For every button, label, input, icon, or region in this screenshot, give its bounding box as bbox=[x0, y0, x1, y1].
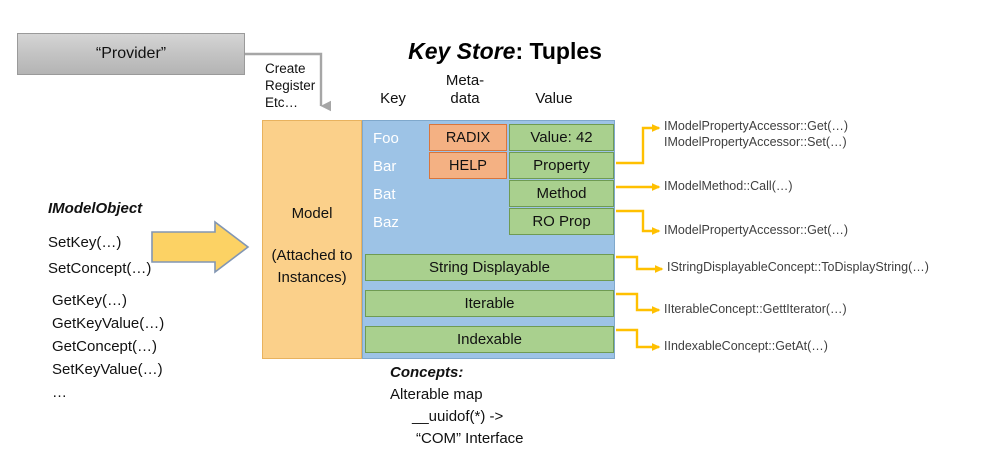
imodelobject-method: SetKeyValue(…) bbox=[52, 361, 163, 378]
indexable-connector bbox=[616, 328, 661, 351]
annotation-property-accessor-get: IModelPropertyAccessor::Get(…) bbox=[664, 223, 849, 237]
imodelobject-method-list: SetKey(…) SetConcept(…) GetKey(…) GetKey… bbox=[48, 234, 164, 407]
concepts-note: Concepts: Alterable map __uuidof(*) -> “… bbox=[390, 362, 524, 450]
model-subtitle: (Attached to Instances) bbox=[271, 247, 353, 286]
provider-label: “Provider” bbox=[95, 45, 167, 62]
provider-box: “Provider” bbox=[17, 33, 245, 75]
value-roprop-connector bbox=[616, 209, 661, 235]
key-cell: Bat bbox=[373, 185, 396, 203]
key-cell: Bar bbox=[373, 157, 397, 175]
value-cell: Property bbox=[509, 152, 614, 179]
key-cell: Foo bbox=[373, 129, 399, 147]
column-header-metadata: Meta- data bbox=[445, 72, 485, 107]
imodelobject-method: SetConcept(…) bbox=[48, 260, 152, 277]
imodelobject-method: GetKey(…) bbox=[52, 292, 128, 309]
annotation-string-displayable-concept: IStringDisplayableConcept::ToDisplayStri… bbox=[667, 260, 929, 274]
value-cell: Method bbox=[509, 180, 614, 207]
concepts-line-1: Alterable map bbox=[390, 386, 483, 403]
concepts-header: Concepts: bbox=[390, 364, 464, 381]
string-displayable-connector bbox=[616, 255, 664, 273]
imodelobject-method: GetKeyValue(…) bbox=[52, 315, 165, 332]
imodelobject-method: SetKey(…) bbox=[48, 234, 122, 251]
key-cell: Baz bbox=[373, 213, 399, 231]
imodelobject-to-model-block-arrow bbox=[151, 220, 250, 274]
concepts-line-3: “COM” Interface bbox=[416, 430, 524, 447]
model-title: Model bbox=[291, 205, 333, 222]
value-property-connector bbox=[616, 124, 661, 165]
title-emphasis: Key Store bbox=[408, 38, 516, 64]
page-title: Key Store: Tuples bbox=[385, 38, 625, 65]
annotation-property-accessor-get-set: IModelPropertyAccessor::Get(…) IModelPro… bbox=[664, 119, 849, 149]
imodelobject-method: GetConcept(…) bbox=[52, 338, 158, 355]
annotation-indexable-concept: IIndexableConcept::GetAt(…) bbox=[664, 339, 828, 353]
title-rest: : Tuples bbox=[515, 38, 602, 64]
metadata-cell: RADIX bbox=[429, 124, 507, 151]
concept-row: Iterable bbox=[365, 290, 614, 317]
iterable-connector bbox=[616, 292, 661, 314]
column-header-value: Value bbox=[535, 90, 573, 107]
column-header-key: Key bbox=[380, 90, 406, 107]
concept-row: Indexable bbox=[365, 326, 614, 353]
annotation-model-method-call: IModelMethod::Call(…) bbox=[664, 179, 793, 193]
imodelobject-method: … bbox=[52, 384, 67, 401]
imodelobject-title: IModelObject bbox=[48, 200, 143, 217]
create-register-label: Create Register Etc… bbox=[265, 61, 316, 110]
annotation-iterable-concept: IIterableConcept::GettIterator(…) bbox=[664, 302, 847, 316]
key-store-table: Foo Bar Bat Baz RADIX HELP Value: 42 Pro… bbox=[362, 120, 615, 359]
concepts-line-2: __uuidof(*) -> bbox=[412, 408, 504, 425]
metadata-cell: HELP bbox=[429, 152, 507, 179]
value-cell: RO Prop bbox=[509, 208, 614, 235]
concept-row: String Displayable bbox=[365, 254, 614, 281]
value-cell: Value: 42 bbox=[509, 124, 614, 151]
model-box: Model (Attached to Instances) bbox=[262, 120, 362, 359]
